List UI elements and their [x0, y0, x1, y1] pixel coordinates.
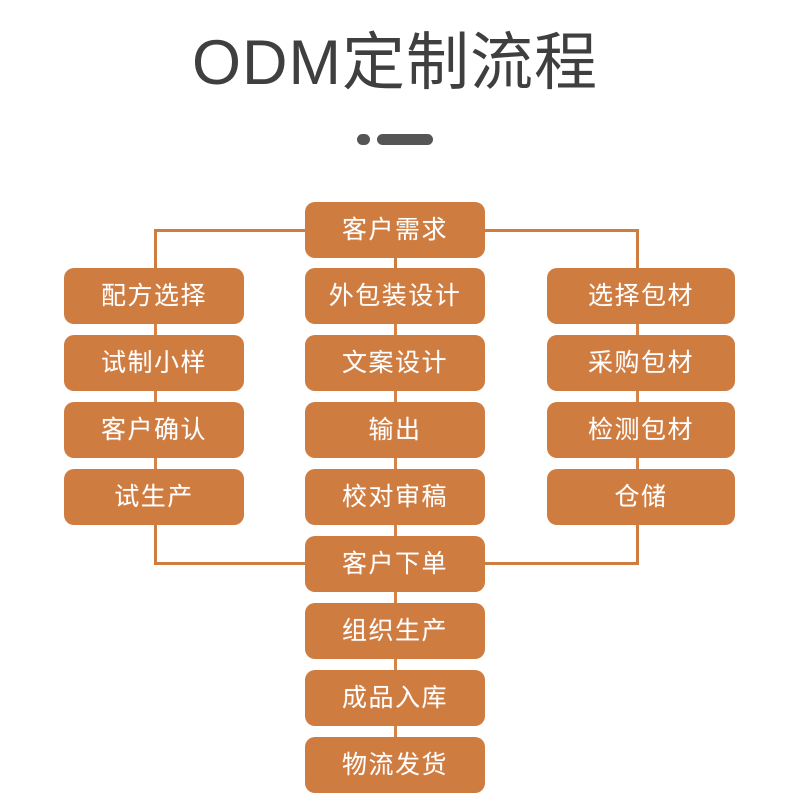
connector-right-2-3	[636, 458, 639, 470]
connector-right-1-2	[636, 391, 639, 403]
node-inspect-packaging-material[interactable]: 检测包材	[547, 402, 735, 458]
connector-root-left-stub	[155, 229, 307, 232]
connector-tail-0-1	[394, 659, 397, 671]
connector-root-to-center	[394, 258, 397, 268]
connector-center-2-3	[394, 458, 397, 470]
node-customer-requirement[interactable]: 客户需求	[305, 202, 485, 258]
node-logistics-shipment[interactable]: 物流发货	[305, 737, 485, 793]
node-warehousing[interactable]: 仓储	[547, 469, 735, 525]
page-title: ODM定制流程	[192, 28, 598, 98]
connector-left-0-1	[154, 324, 157, 336]
node-trial-sample[interactable]: 试制小样	[64, 335, 244, 391]
node-finished-goods-warehousing[interactable]: 成品入库	[305, 670, 485, 726]
node-outer-package-design[interactable]: 外包装设计	[305, 268, 485, 324]
title-divider	[0, 133, 790, 145]
connector-tail-1-2	[394, 726, 397, 738]
divider-dot-icon	[357, 133, 370, 145]
divider-dash-icon	[377, 133, 433, 145]
connector-right-branch-down	[636, 229, 639, 268]
node-customer-order[interactable]: 客户下单	[305, 536, 485, 592]
connector-left-2-3	[154, 458, 157, 470]
connector-join-tail-0	[394, 592, 397, 604]
connector-right-tail-down	[636, 525, 639, 565]
node-output[interactable]: 输出	[305, 402, 485, 458]
connector-right-0-1	[636, 324, 639, 336]
connector-left-branch-down	[154, 229, 157, 268]
connector-right-tail-across	[483, 562, 639, 565]
node-customer-confirmation[interactable]: 客户确认	[64, 402, 244, 458]
node-select-packaging-material[interactable]: 选择包材	[547, 268, 735, 324]
node-organize-production[interactable]: 组织生产	[305, 603, 485, 659]
connector-left-tail-across	[154, 562, 307, 565]
connector-center-1-2	[394, 391, 397, 403]
node-trial-production[interactable]: 试生产	[64, 469, 244, 525]
node-purchase-packaging-material[interactable]: 采购包材	[547, 335, 735, 391]
node-proofreading-review[interactable]: 校对审稿	[305, 469, 485, 525]
connector-center-0-1	[394, 324, 397, 336]
node-formula-selection[interactable]: 配方选择	[64, 268, 244, 324]
connector-left-1-2	[154, 391, 157, 403]
node-copywriting-design[interactable]: 文案设计	[305, 335, 485, 391]
connector-center-3-join	[394, 525, 397, 537]
connector-left-tail-down	[154, 525, 157, 565]
connector-root-right-stub	[483, 229, 639, 232]
